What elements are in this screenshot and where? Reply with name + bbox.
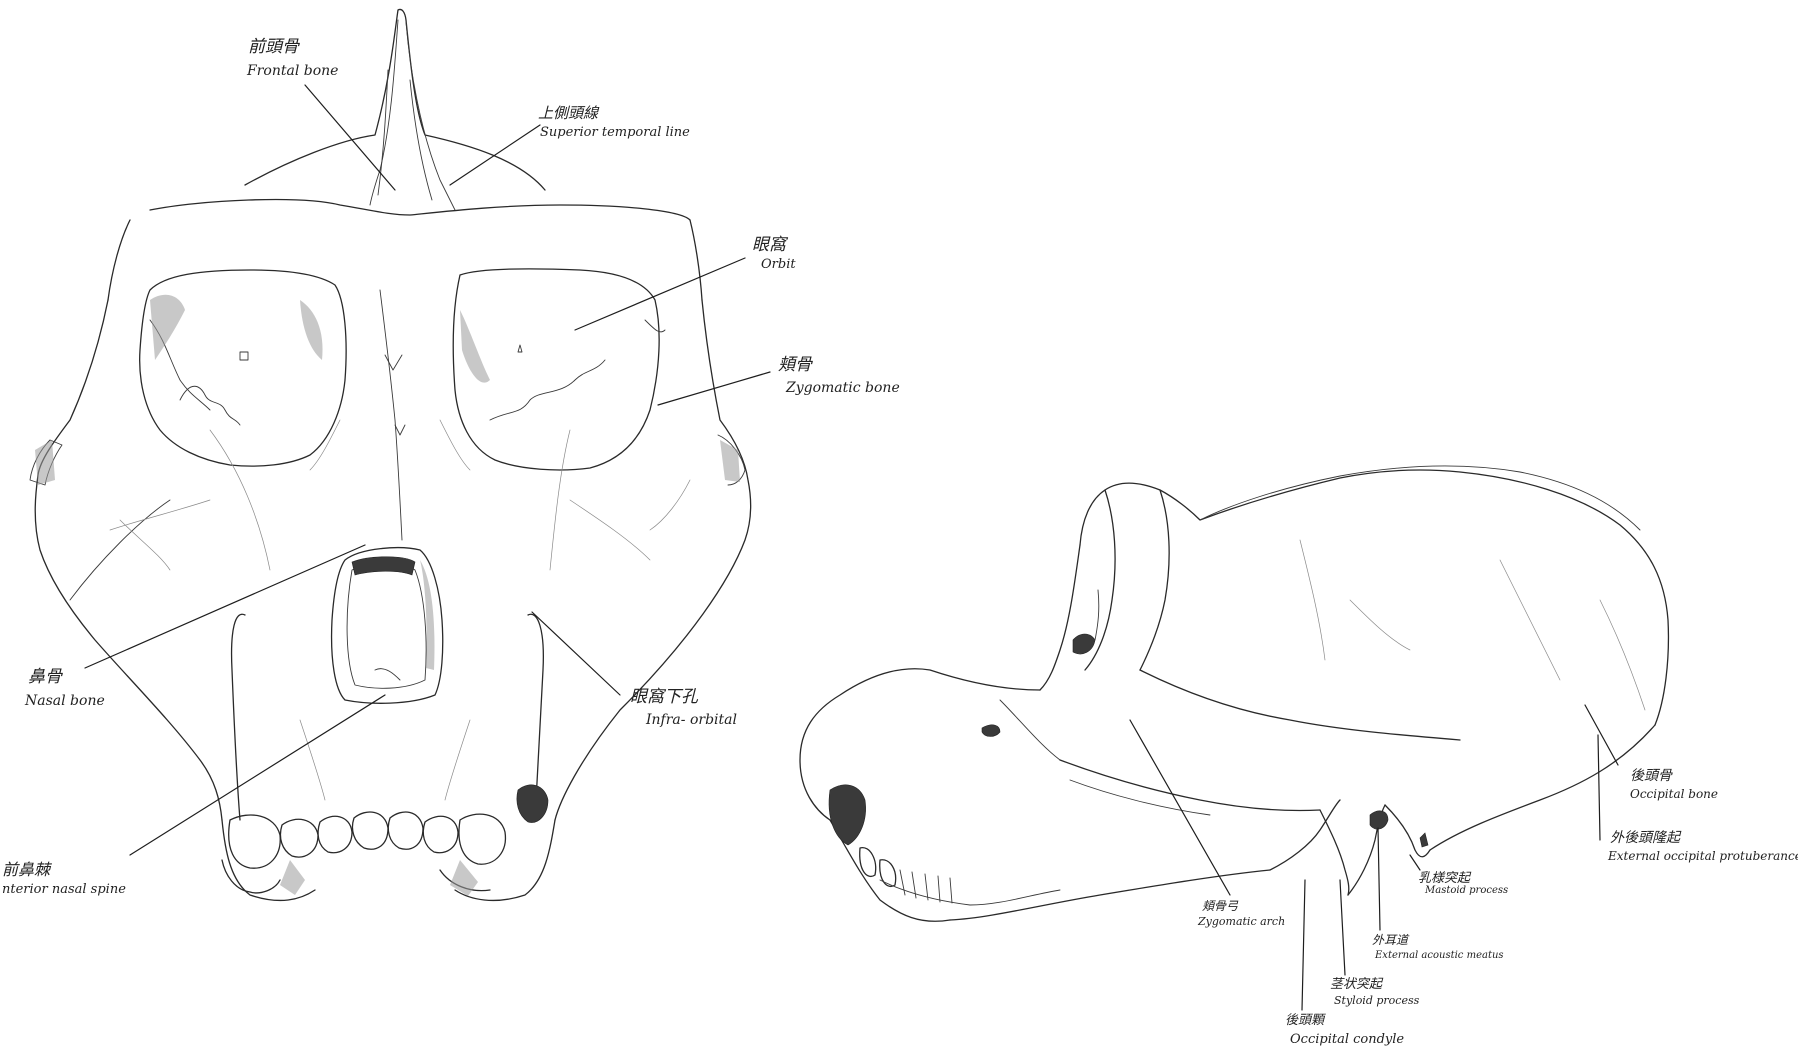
leader-zygomatic-arch [1130, 720, 1230, 895]
label-occipital-condyle-jp: 後頭顆 [1285, 1013, 1326, 1028]
leader-external-occipital-protuberance [1598, 735, 1600, 840]
nasal-aperture [332, 548, 443, 704]
leader-external-acoustic-meatus [1378, 828, 1380, 930]
leader-occipital-condyle [1302, 880, 1305, 1010]
leader-infra-orbital [532, 612, 620, 695]
side-cranium-texture [1300, 540, 1645, 710]
leader-occipital-bone [1585, 705, 1618, 765]
label-mastoid-process-jp: 乳様突起 [1418, 870, 1472, 886]
label-zygomatic-arch-en: Zygomatic arch [1197, 915, 1285, 928]
label-mastoid-process-en: Mastoid process [1424, 885, 1508, 896]
leader-nasal-bone [85, 545, 365, 668]
label-styloid-process-en: Styloid process [1334, 994, 1420, 1007]
leader-orbit [575, 258, 745, 330]
label-orbit-en: Orbit [761, 257, 796, 272]
label-external-acoustic-meatus: 外耳道 External acoustic meatus [1372, 933, 1504, 961]
leader-styloid-process [1340, 880, 1345, 975]
label-zygomatic-bone-jp: 頬骨 [778, 355, 813, 375]
label-anterior-nasal-spine-jp: 前鼻棘 [2, 860, 53, 879]
brow-ridge-outline [108, 200, 702, 300]
left-orbit [140, 270, 346, 466]
label-frontal-bone-en: Frontal bone [246, 63, 338, 79]
leader-mastoid-process [1410, 855, 1420, 870]
label-zygomatic-bone-en: Zygomatic bone [785, 380, 900, 396]
label-occipital-bone-en: Occipital bone [1630, 787, 1718, 801]
front-view-labels: 前頭骨 Frontal bone 上側頭線 Superior temporal … [2, 37, 900, 897]
label-nasal-bone-en: Nasal bone [24, 693, 105, 709]
front-view-skull [30, 9, 751, 900]
label-superior-temporal-line-en: Superior temporal line [540, 125, 690, 140]
label-anterior-nasal-spine-en: nterior nasal spine [2, 882, 126, 897]
right-orbit [453, 269, 665, 470]
label-styloid-process-jp: 茎状突起 [1330, 976, 1384, 992]
infraorbital-grooves [110, 430, 650, 820]
right-zygomatic-flare [718, 435, 745, 485]
leader-frontal-bone [305, 85, 395, 190]
nasal-bridge [310, 290, 470, 540]
leader-superior-temporal-line [450, 125, 540, 185]
label-occipital-bone: 後頭骨 Occipital bone [1630, 768, 1718, 801]
side-view-skull [800, 466, 1668, 921]
label-infra-orbital-en: Infra- orbital [645, 712, 737, 728]
label-frontal-bone: 前頭骨 Frontal bone [246, 37, 338, 79]
label-nasal-bone: 鼻骨 Nasal bone [24, 667, 105, 709]
label-nasal-bone-jp: 鼻骨 [28, 667, 63, 687]
label-mastoid-process: 乳様突起 Mastoid process [1418, 870, 1508, 896]
label-orbit-jp: 眼窩 [752, 235, 789, 255]
front-view-leaders [85, 85, 770, 855]
upper-teeth [222, 785, 548, 896]
label-occipital-condyle-en: Occipital condyle [1290, 1032, 1404, 1047]
label-external-occipital-protuberance-jp: 外後頭隆起 [1610, 830, 1682, 846]
front-cranium-texture [120, 480, 690, 800]
label-external-acoustic-meatus-jp: 外耳道 [1372, 933, 1410, 947]
label-orbit: 眼窩 Orbit [752, 235, 796, 272]
label-infra-orbital: 眼窩下孔 Infra- orbital [630, 687, 737, 728]
label-frontal-bone-jp: 前頭骨 [248, 37, 300, 57]
label-zygomatic-arch: 頬骨弓 Zygomatic arch [1197, 899, 1285, 928]
label-occipital-bone-jp: 後頭骨 [1630, 768, 1673, 784]
side-muzzle [800, 669, 1060, 922]
leader-anterior-nasal-spine [130, 695, 385, 855]
label-zygomatic-arch-jp: 頬骨弓 [1202, 899, 1239, 913]
label-superior-temporal-line-jp: 上側頭線 [538, 104, 600, 122]
leader-zygomatic-bone [658, 372, 770, 405]
side-brow-region [1040, 490, 1169, 690]
label-anterior-nasal-spine: 前鼻棘 nterior nasal spine [2, 860, 126, 897]
side-view-leaders [1130, 705, 1618, 1010]
label-styloid-process: 茎状突起 Styloid process [1330, 976, 1420, 1007]
side-zygomatic-arch [1060, 670, 1460, 815]
side-skull-base [1270, 725, 1655, 895]
label-external-acoustic-meatus-en: External acoustic meatus [1374, 950, 1504, 961]
label-external-occipital-protuberance-en: External occipital protuberance [1607, 849, 1798, 863]
label-occipital-condyle: 後頭顆 Occipital condyle [1285, 1013, 1404, 1047]
cranial-vault-outline [1080, 466, 1668, 725]
label-infra-orbital-jp: 眼窩下孔 [630, 687, 699, 707]
label-external-occipital-protuberance: 外後頭隆起 External occipital protuberance [1607, 830, 1798, 863]
label-zygomatic-bone: 頬骨 Zygomatic bone [778, 355, 900, 396]
label-superior-temporal-line: 上側頭線 Superior temporal line [538, 104, 690, 140]
